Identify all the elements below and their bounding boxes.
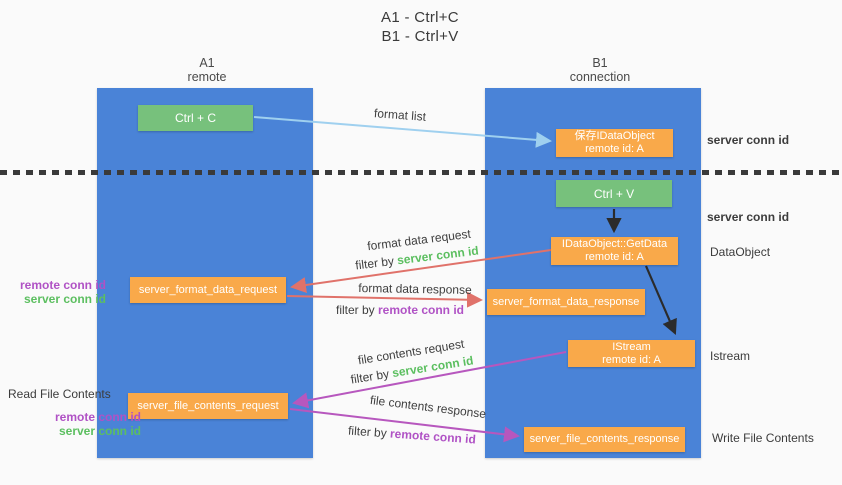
node-ctrl-v: Ctrl + V <box>556 180 672 207</box>
lifeline-a1-name: A1 <box>199 56 215 70</box>
label-conn-id-pair-format: remote conn id server conn id <box>0 278 106 306</box>
label-read-file-contents: Read File Contents <box>8 387 111 401</box>
label-remote-conn-id: remote conn id <box>54 410 141 424</box>
lifeline-b1-header: B1 connection <box>540 56 660 84</box>
node-save-idataobject-line2: remote id: A <box>585 143 644 155</box>
lifeline-b1-role: connection <box>569 70 631 84</box>
remote-conn-id-text: remote conn id <box>378 303 465 317</box>
filter-by-text: filter by <box>335 303 378 317</box>
label-format-list: format list <box>373 106 427 124</box>
filter-by-text: filter by <box>349 366 394 387</box>
node-ctrl-v-label: Ctrl + V <box>593 186 635 201</box>
title-line-b1: B1 - Ctrl+V <box>381 28 459 45</box>
label-remote-conn-id: remote conn id <box>19 278 106 292</box>
node-istream-line1: IStream <box>612 340 651 353</box>
phase-separator-dashed-line <box>0 170 842 175</box>
node-server-file-contents-request: server_file_contents_request <box>128 393 288 419</box>
label-istream: Istream <box>710 349 751 363</box>
node-server-file-contents-response: server_file_contents_response <box>524 427 685 452</box>
filter-by-text: filter by <box>347 423 391 441</box>
node-server-format-data-response-label: server_format_data_response <box>492 295 640 308</box>
filter-by-text: filter by <box>354 253 398 273</box>
node-server-format-data-response: server_format_data_response <box>487 289 645 315</box>
label-server-conn-id: server conn id <box>23 292 106 306</box>
node-idataobject-getdata-line2: remote id: A <box>585 251 644 263</box>
label-conn-id-pair-file: remote conn id server conn id <box>0 410 141 438</box>
node-ctrl-c-label: Ctrl + C <box>174 111 216 125</box>
lifeline-a1-role: remote <box>187 70 227 84</box>
title-line-a1: A1 - Ctrl+C <box>381 9 459 26</box>
node-save-idataobject-line1: 保存IDataObject <box>574 130 655 142</box>
node-idataobject-getdata-line1: IDataObject::GetData <box>561 238 668 250</box>
node-server-format-data-request-label: server_format_data_request <box>138 283 278 296</box>
label-server-conn-id-top-right: server conn id <box>707 133 790 147</box>
label-server-conn-id-mid-right: server conn id <box>707 210 790 224</box>
diagram-title: A1 - Ctrl+C B1 - Ctrl+V <box>300 8 540 46</box>
label-file-contents-response: file contents response <box>369 392 487 422</box>
remote-conn-id-text: remote conn id <box>389 426 477 447</box>
label-dataobject: DataObject <box>710 245 771 259</box>
label-write-file-contents: Write File Contents <box>712 431 814 445</box>
node-save-idataobject: 保存IDataObject remote id: A <box>556 129 673 157</box>
node-idataobject-getdata: IDataObject::GetData remote id: A <box>551 237 678 265</box>
lifeline-b1-name: B1 <box>592 56 608 70</box>
node-server-file-contents-request-label: server_file_contents_request <box>137 399 279 412</box>
label-filter-remote-conn-id-format: filter by remote conn id <box>336 303 464 317</box>
node-server-file-contents-response-label: server_file_contents_response <box>529 433 680 445</box>
label-filter-remote-conn-id-file: filter by remote conn id <box>348 424 477 447</box>
node-istream-line2: remote id: A <box>602 353 661 366</box>
label-format-data-response: format data response <box>358 281 472 297</box>
label-server-conn-id: server conn id <box>58 424 141 438</box>
node-server-format-data-request: server_format_data_request <box>130 277 286 303</box>
node-istream: IStream remote id: A <box>568 340 695 367</box>
lifeline-a1-header: A1 remote <box>147 56 267 84</box>
node-ctrl-c: Ctrl + C <box>138 105 253 131</box>
